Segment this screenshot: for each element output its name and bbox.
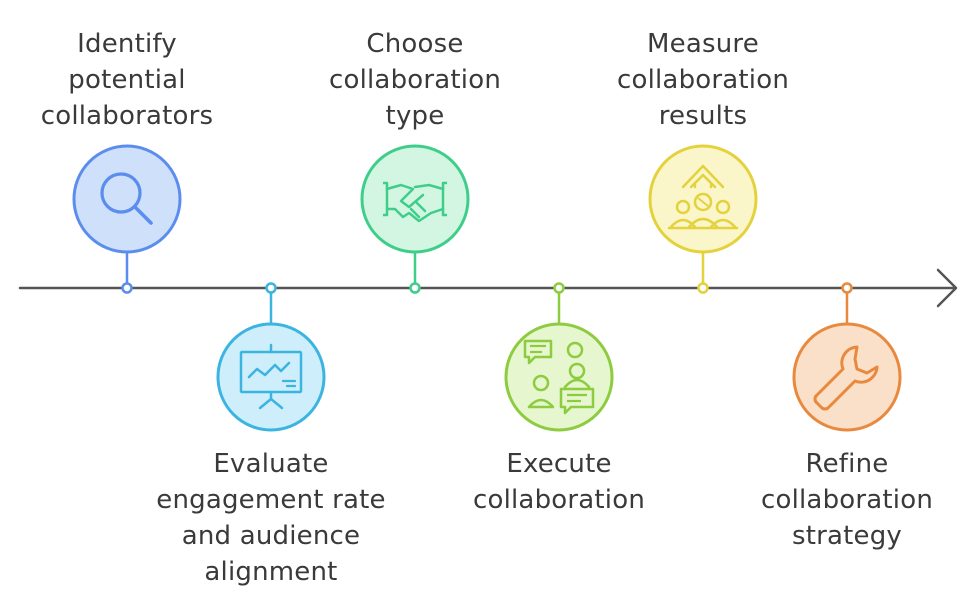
step-6: [792, 282, 902, 432]
step-circle: [216, 322, 326, 432]
step-label: Evaluate engagement rate and audience align…: [151, 446, 391, 590]
step-label-line: and audience: [181, 521, 361, 551]
step-label-line: Refine: [805, 449, 889, 479]
step-1: [72, 144, 182, 294]
handshake-icon: [383, 181, 447, 223]
step-label-line: Execute: [506, 449, 612, 479]
step-2: [216, 282, 326, 432]
step-3: [360, 144, 470, 294]
magnifier-icon: [100, 172, 153, 225]
step-label: Refine collaboration strategy: [727, 446, 967, 554]
timeline-node: [409, 282, 421, 294]
step-circle: [792, 322, 902, 432]
team-chat-icon: [523, 339, 595, 415]
step-label-line: collaboration: [616, 65, 790, 95]
step-label-line: engagement rate: [156, 485, 386, 515]
step-circle: [360, 144, 470, 254]
step-label-line: collaboration: [472, 485, 646, 515]
timeline-node: [265, 282, 277, 294]
step-label-line: collaboration: [328, 65, 502, 95]
timeline-node: [697, 282, 709, 294]
step-label-line: strategy: [791, 521, 903, 551]
timeline-node: [553, 282, 565, 294]
step-5: [648, 144, 758, 294]
step-label-line: potential: [68, 65, 186, 95]
step-label-line: Choose: [366, 29, 464, 59]
timeline-arrowhead-icon: [936, 268, 958, 308]
step-label-line: Evaluate: [213, 449, 329, 479]
timeline-node: [841, 282, 853, 294]
step-label: Choose collaboration type: [295, 26, 535, 134]
step-label: Measure collaboration results: [583, 26, 823, 134]
step-label: Identify potential collaborators: [7, 26, 247, 134]
step-label: Execute collaboration: [439, 446, 679, 518]
step-circle: [648, 144, 758, 254]
steps-layer: [72, 144, 902, 432]
step-label-line: type: [385, 101, 445, 131]
timeline-node: [121, 282, 133, 294]
step-4: [504, 282, 614, 432]
step-circle: [72, 144, 182, 254]
step-label-line: Measure: [647, 29, 759, 59]
step-circle: [504, 322, 614, 432]
wrench-icon: [813, 345, 879, 411]
presentation-chart-icon: [239, 343, 303, 410]
step-label-line: Identify: [77, 29, 177, 59]
step-label-line: collaboration: [760, 485, 934, 515]
growth-team-icon: [667, 164, 739, 230]
step-label-line: collaborators: [40, 101, 214, 131]
step-label-line: results: [658, 101, 748, 131]
step-label-line: alignment: [204, 557, 338, 587]
